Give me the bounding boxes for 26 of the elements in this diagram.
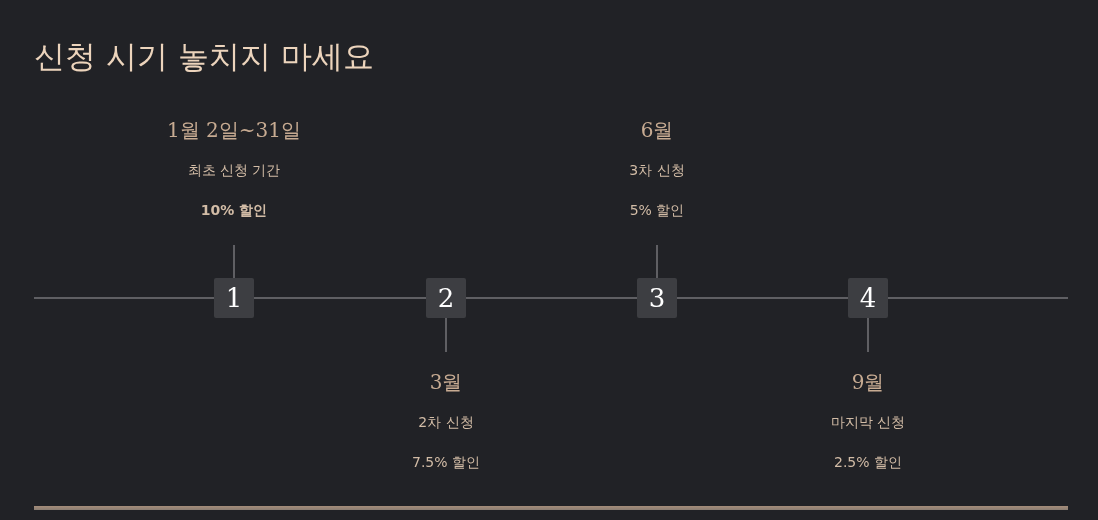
step-number-box: 3 [637, 278, 677, 318]
timeline-line [676, 297, 849, 299]
timeline-line [887, 297, 1069, 299]
date-label: 1월 2일~31일 [167, 117, 301, 144]
leader-line [867, 317, 869, 353]
leader-line [656, 244, 658, 279]
date-label: 9월 [851, 369, 885, 396]
period-label: 마지막 신청 [830, 413, 906, 432]
discount-label: 2.5% 할인 [834, 453, 902, 472]
step-number-box: 1 [214, 278, 254, 318]
discount-label: 10% 할인 [200, 201, 268, 220]
discount-label: 7.5% 할인 [412, 453, 480, 472]
leader-line [233, 244, 235, 279]
period-label: 2차 신청 [418, 413, 474, 432]
date-label: 3월 [429, 369, 463, 396]
discount-label: 5% 할인 [629, 201, 685, 220]
timeline-line [465, 297, 638, 299]
step-number-box: 2 [426, 278, 466, 318]
title: 신청 시기 놓치지 마세요 [34, 37, 374, 76]
leader-line [445, 317, 447, 353]
step-number-box: 4 [848, 278, 888, 318]
timeline-line [33, 297, 215, 299]
date-label: 6월 [640, 117, 674, 144]
timeline-line [253, 297, 427, 299]
period-label: 최초 신청 기간 [187, 161, 281, 180]
period-label: 3차 신청 [629, 161, 685, 180]
